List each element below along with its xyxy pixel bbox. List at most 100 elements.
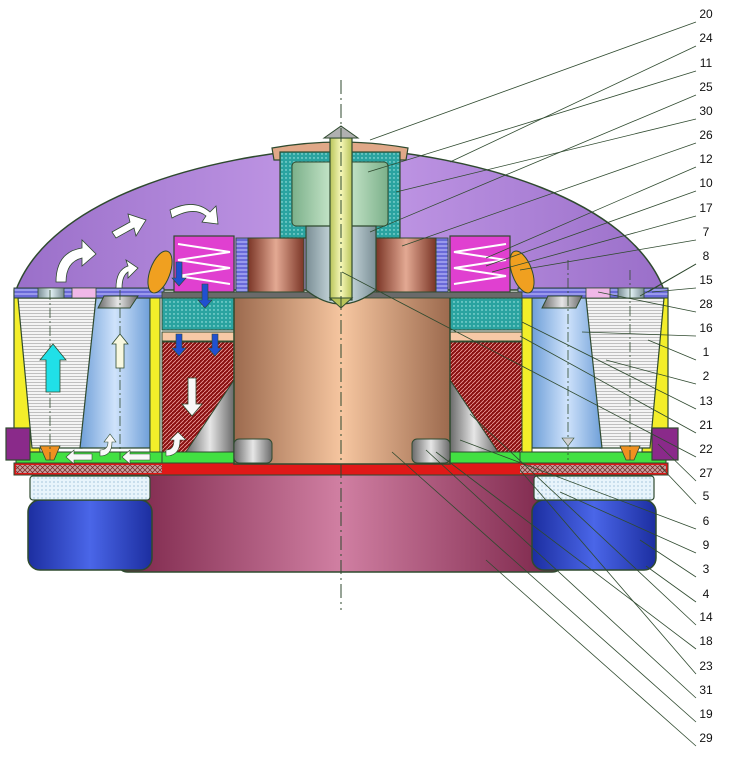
left-salmon-strip bbox=[161, 331, 235, 342]
leader-line-31 bbox=[425, 449, 697, 699]
left-pink-pad bbox=[71, 287, 97, 299]
left-floor-hatch bbox=[16, 465, 162, 473]
callout-number-7: 7 bbox=[703, 225, 710, 239]
curve-arrow-1 bbox=[55, 239, 97, 283]
callout-number-9: 9 bbox=[703, 538, 710, 552]
left-blade-plate bbox=[97, 295, 139, 309]
leader-line-7 bbox=[519, 239, 697, 271]
callout-number-31: 31 bbox=[699, 683, 713, 697]
leader-line-21 bbox=[519, 335, 697, 434]
down-arrow-blue-3 bbox=[171, 333, 187, 357]
callout-number-27: 27 bbox=[699, 466, 713, 480]
left-orange-lens bbox=[147, 250, 173, 294]
curve-arrow-5 bbox=[99, 433, 117, 457]
leader-line-6 bbox=[459, 439, 697, 530]
left-spring-coils bbox=[177, 243, 231, 285]
leader-line-19 bbox=[391, 451, 697, 723]
callout-group: 2024112530261210177815281612132122275693… bbox=[341, 7, 713, 747]
left-clamp bbox=[5, 427, 31, 461]
leader-line-18 bbox=[435, 451, 697, 650]
leader-line-13 bbox=[521, 321, 697, 410]
callout-number-20: 20 bbox=[699, 7, 713, 21]
right-blade-plate bbox=[541, 295, 583, 309]
callout-number-11: 11 bbox=[700, 56, 713, 70]
left-rotor-block bbox=[247, 237, 305, 293]
down-arrow-small bbox=[561, 437, 575, 447]
right-floor-strip bbox=[519, 451, 667, 464]
right-pink-pad bbox=[585, 287, 611, 299]
right-inner-post bbox=[521, 295, 533, 453]
curve-arrow-2 bbox=[115, 259, 139, 289]
callout-number-14: 14 bbox=[699, 610, 713, 624]
leader-line-11 bbox=[367, 70, 697, 173]
right-clamp bbox=[651, 427, 679, 461]
down-arrow-blue-1 bbox=[171, 261, 187, 287]
right-tank bbox=[531, 499, 657, 571]
callout-number-19: 19 bbox=[699, 707, 713, 721]
callout-number-10: 10 bbox=[699, 176, 713, 190]
leader-line-23 bbox=[519, 469, 697, 675]
left-inner-post bbox=[149, 295, 161, 453]
leader-line-20 bbox=[369, 21, 697, 141]
leader-line-30 bbox=[395, 118, 697, 193]
leader-line-28 bbox=[597, 291, 697, 313]
callout-number-24: 24 bbox=[699, 31, 713, 45]
right-top-cap bbox=[617, 287, 645, 299]
flow-arrows bbox=[39, 204, 575, 465]
leader-line-1 bbox=[647, 339, 697, 361]
base-cylinder bbox=[119, 472, 561, 573]
leader-line-14 bbox=[469, 413, 697, 626]
callout-number-26: 26 bbox=[699, 128, 713, 142]
leader-line-16 bbox=[581, 331, 697, 337]
left-tank bbox=[27, 499, 153, 571]
leader-line-5 bbox=[659, 465, 697, 505]
down-arrow-1 bbox=[181, 377, 203, 417]
leader-line-4 bbox=[645, 565, 697, 603]
down-arrow-blue-2 bbox=[197, 283, 213, 309]
callout-number-3: 3 bbox=[703, 562, 710, 576]
callout-number-30: 30 bbox=[699, 104, 713, 118]
callout-number-28: 28 bbox=[699, 297, 713, 311]
callout-number-15: 15 bbox=[699, 273, 713, 287]
leader-line-2 bbox=[605, 359, 697, 385]
left-insulator bbox=[235, 237, 249, 293]
left-arrow-2 bbox=[65, 449, 93, 465]
callout-number-18: 18 bbox=[699, 634, 713, 648]
left-top-cap bbox=[37, 287, 65, 299]
callout-number-6: 6 bbox=[703, 514, 710, 528]
leader-line-26 bbox=[401, 142, 697, 247]
callout-number-29: 29 bbox=[699, 731, 713, 745]
leader-line-27 bbox=[657, 443, 697, 482]
leader-line-10 bbox=[485, 190, 697, 267]
callout-number-13: 13 bbox=[699, 394, 713, 408]
callout-number-1: 1 bbox=[703, 345, 710, 359]
up-arrow-small bbox=[111, 333, 129, 369]
left-arrow-1 bbox=[121, 449, 151, 465]
right-floor-hatch bbox=[520, 465, 666, 473]
right-arrow-1 bbox=[111, 213, 147, 239]
right-dotted-pad bbox=[533, 475, 655, 501]
right-rotor-block bbox=[375, 237, 437, 293]
right-insulator bbox=[435, 237, 449, 293]
leader-line-22 bbox=[341, 271, 697, 458]
central-drum bbox=[233, 295, 451, 465]
callout-number-23: 23 bbox=[699, 659, 713, 673]
up-arrow-cyan bbox=[39, 343, 67, 393]
right-spring-coils bbox=[453, 243, 507, 285]
callout-number-25: 25 bbox=[699, 80, 713, 94]
right-teal-block bbox=[449, 297, 523, 331]
callout-number-21: 21 bbox=[699, 418, 713, 432]
callout-number-12: 12 bbox=[699, 152, 713, 166]
leader-line-17 bbox=[491, 215, 697, 273]
callout-number-8: 8 bbox=[703, 249, 710, 263]
callout-number-16: 16 bbox=[699, 321, 713, 335]
curve-arrow-4 bbox=[165, 431, 187, 457]
left-teal-block bbox=[161, 297, 235, 331]
callout-number-17: 17 bbox=[699, 201, 713, 215]
left-roller bbox=[233, 438, 273, 464]
callout-number-22: 22 bbox=[699, 442, 713, 456]
leader-line-3 bbox=[639, 539, 697, 578]
leader-line-8-secondary bbox=[647, 263, 697, 293]
